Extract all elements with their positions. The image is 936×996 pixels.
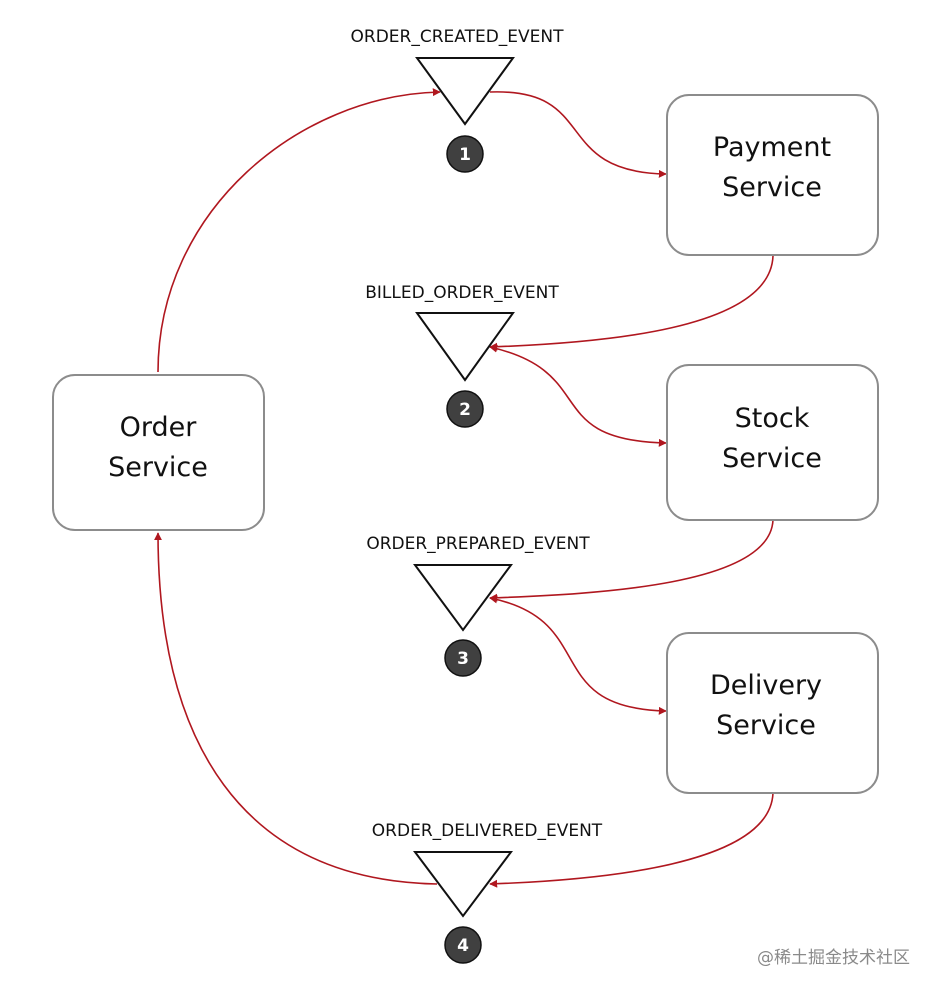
order-service-box: Order Service	[52, 374, 265, 531]
payment-service-box: Payment Service	[666, 94, 879, 256]
topic-triangle-icon	[415, 312, 515, 382]
stock-service-label-line2: Service	[722, 443, 822, 474]
event-label: ORDER_PREPARED_EVENT	[366, 534, 590, 554]
watermark-text: @稀土掘金技术社区	[757, 948, 910, 968]
topic-triangle-icon	[413, 564, 513, 632]
order-service-label-line1: Order	[120, 412, 198, 443]
event-order-created: ORDER_CREATED_EVENT 1	[351, 27, 565, 173]
arrow-prepared-to-delivery	[489, 595, 667, 715]
arrow-order-to-created	[157, 88, 441, 373]
step-badge	[446, 135, 484, 173]
delivery-service-label-line2: Service	[716, 710, 816, 741]
payment-service-label-line2: Service	[722, 172, 822, 203]
delivery-service-label-line1: Delivery	[710, 670, 822, 701]
step-number: 1	[459, 145, 471, 165]
arrow-delivered-to-order	[154, 532, 438, 885]
event-order-prepared: ORDER_PREPARED_EVENT 3	[366, 534, 590, 677]
step-number: 3	[457, 649, 469, 669]
topic-triangle-icon	[413, 851, 513, 918]
step-number: 2	[459, 400, 471, 420]
delivery-service-box: Delivery Service	[666, 632, 879, 794]
arrow-delivery-to-delivered	[489, 792, 774, 888]
step-badge	[446, 390, 484, 428]
event-order-delivered: ORDER_DELIVERED_EVENT 4	[372, 821, 603, 964]
step-badge	[444, 639, 482, 677]
arrow-billed-to-stock	[489, 344, 667, 447]
event-label: BILLED_ORDER_EVENT	[365, 283, 559, 303]
stock-service-label-line1: Stock	[735, 403, 810, 434]
order-service-label-line2: Service	[108, 452, 208, 483]
event-billed-order: BILLED_ORDER_EVENT 2	[365, 283, 559, 428]
payment-service-label-line1: Payment	[713, 132, 831, 163]
flow-arrows	[154, 88, 774, 888]
step-badge	[444, 926, 482, 964]
arrow-created-to-payment	[489, 91, 667, 178]
event-label: ORDER_DELIVERED_EVENT	[372, 821, 603, 841]
stock-service-box: Stock Service	[666, 364, 879, 521]
arrow-stock-to-prepared	[489, 519, 774, 602]
topic-triangle-icon	[415, 57, 515, 126]
step-number: 4	[457, 936, 469, 956]
event-label: ORDER_CREATED_EVENT	[351, 27, 565, 47]
